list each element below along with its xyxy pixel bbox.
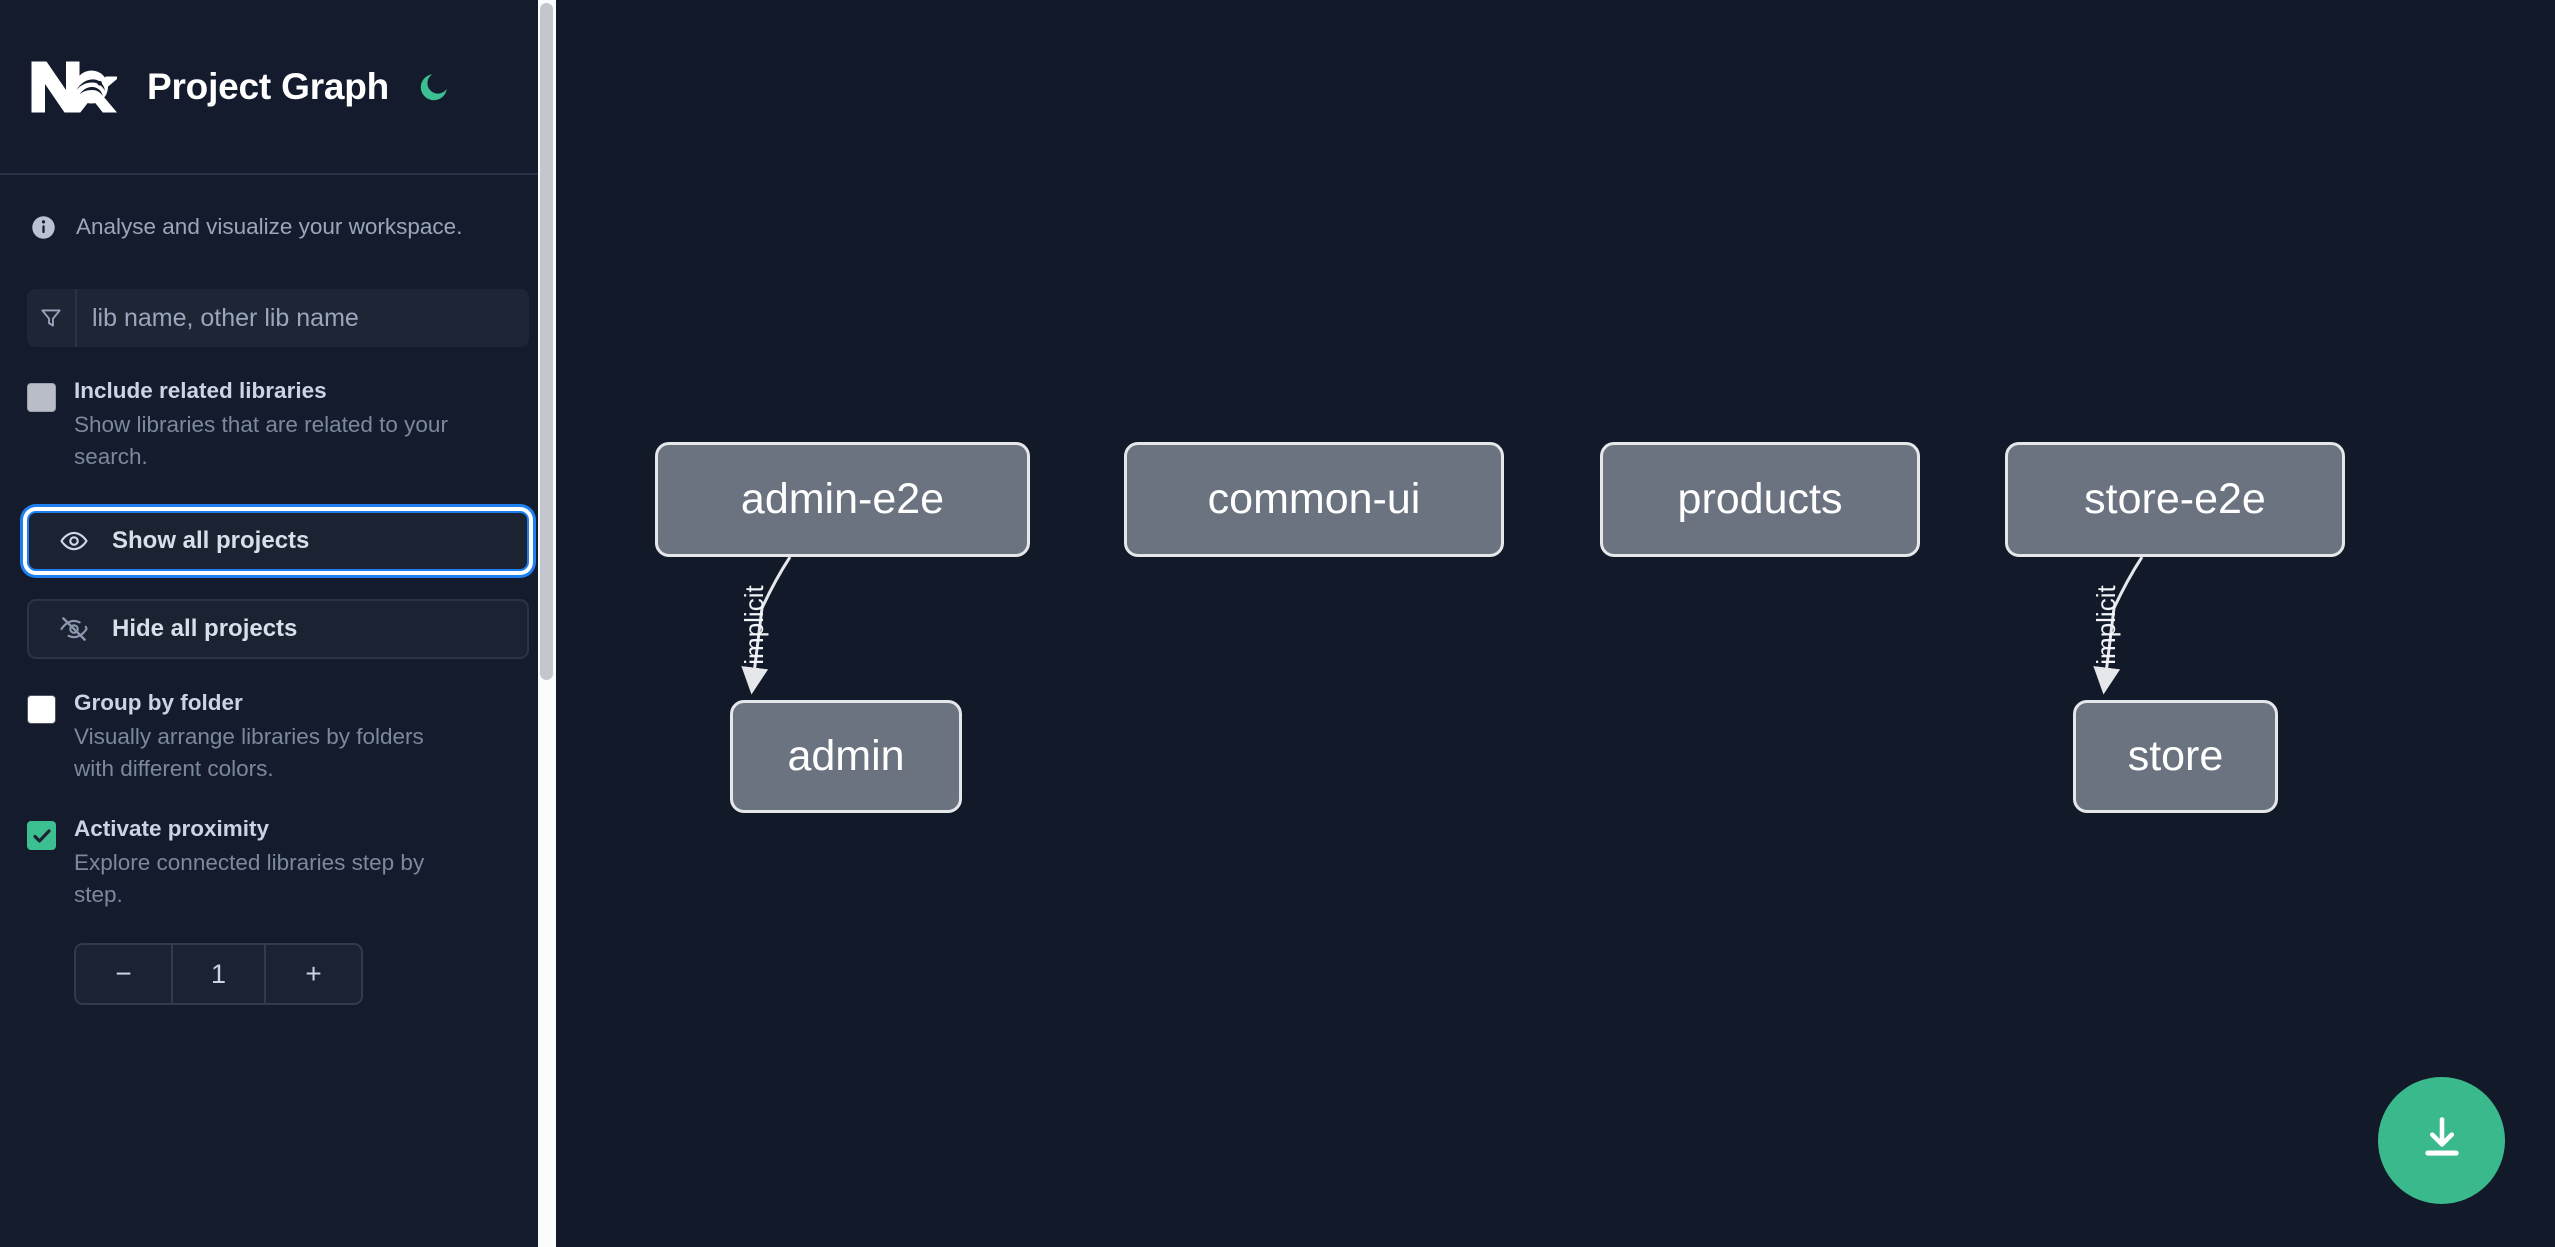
page-title: Project Graph (147, 65, 390, 107)
group-by-folder-label: Group by folder (74, 690, 243, 715)
filter-funnel-icon (27, 289, 77, 347)
edge-store-e2e-to-store[interactable]: implicit (2091, 556, 2144, 695)
eye-icon (57, 524, 91, 558)
option-group-by-folder[interactable]: Group by folder Visually arrange librari… (0, 689, 556, 785)
hide-all-projects-button[interactable]: Hide all projects (27, 599, 529, 659)
sidebar-header: Project Graph (0, 0, 556, 175)
proximity-stepper[interactable]: − 1 + (74, 943, 363, 1005)
activate-proximity-checkbox[interactable] (27, 821, 56, 850)
graph-node-store-e2e[interactable]: store-e2e (2005, 442, 2345, 557)
graph-node-common-ui[interactable]: common-ui (1124, 442, 1504, 557)
workspace-info: Analyse and visualize your workspace. (0, 175, 556, 279)
activate-proximity-label: Activate proximity (74, 816, 270, 841)
group-by-folder-description: Visually arrange libraries by folders wi… (74, 724, 424, 782)
show-all-projects-label: Show all projects (112, 527, 310, 554)
include-related-libraries-checkbox[interactable] (27, 383, 56, 412)
sidebar-scroll-container[interactable]: Project Graph Analyse and visualize yo (0, 0, 556, 1247)
visibility-buttons: Show all projects Hide all projects (0, 511, 556, 659)
proximity-value: 1 (171, 945, 266, 1003)
graph-node-label: products (1677, 475, 1843, 523)
edge-label-implicit-admin: implicit (739, 585, 769, 665)
search-input[interactable] (77, 289, 529, 347)
graph-node-label: store-e2e (2084, 475, 2266, 523)
sidebar: Project Graph Analyse and visualize yo (0, 0, 556, 1247)
proximity-stepper-wrap: − 1 + (0, 943, 556, 1005)
activate-proximity-description: Explore connected libraries step by step… (74, 850, 425, 908)
eye-off-icon (57, 612, 91, 646)
search-section (0, 289, 556, 347)
proximity-increment-button[interactable]: + (266, 945, 361, 1003)
graph-node-admin-e2e[interactable]: admin-e2e (655, 442, 1030, 557)
graph-node-label: admin (787, 732, 905, 780)
graph-node-admin[interactable]: admin (730, 700, 962, 813)
group-by-folder-checkbox[interactable] (27, 695, 56, 724)
include-related-libraries-description: Show libraries that are related to your … (74, 412, 448, 470)
moon-icon[interactable] (414, 67, 454, 107)
sidebar-scrollbar[interactable] (538, 0, 556, 1247)
graph-canvas[interactable]: implicit implicit admin-e2e common-ui prod… (556, 0, 2555, 1247)
graph-node-label: common-ui (1207, 475, 1421, 523)
edge-label-implicit-store: implicit (2091, 585, 2121, 665)
info-icon (30, 214, 57, 241)
show-all-projects-button[interactable]: Show all projects (27, 511, 529, 571)
graph-edges-layer: implicit implicit (739, 556, 2144, 695)
edge-admin-e2e-to-admin[interactable]: implicit (739, 556, 792, 695)
proximity-decrement-button[interactable]: − (76, 945, 171, 1003)
include-related-libraries-label: Include related libraries (74, 378, 327, 403)
sidebar-scroll-thumb[interactable] (540, 3, 553, 680)
graph-node-label: store (2127, 732, 2224, 780)
option-include-related-libraries[interactable]: Include related libraries Show libraries… (0, 377, 556, 473)
graph-node-store[interactable]: store (2073, 700, 2278, 813)
search-box[interactable] (27, 289, 529, 347)
option-activate-proximity[interactable]: Activate proximity Explore connected lib… (0, 815, 556, 911)
checkmark-icon (32, 828, 51, 843)
download-icon (2416, 1113, 2468, 1168)
nx-logo-icon (27, 54, 120, 120)
graph-node-label: admin-e2e (740, 475, 945, 523)
workspace-info-text: Analyse and visualize your workspace. (76, 214, 463, 239)
download-graph-button[interactable] (2378, 1077, 2505, 1204)
hide-all-projects-label: Hide all projects (112, 615, 298, 642)
graph-node-products[interactable]: products (1600, 442, 1920, 557)
